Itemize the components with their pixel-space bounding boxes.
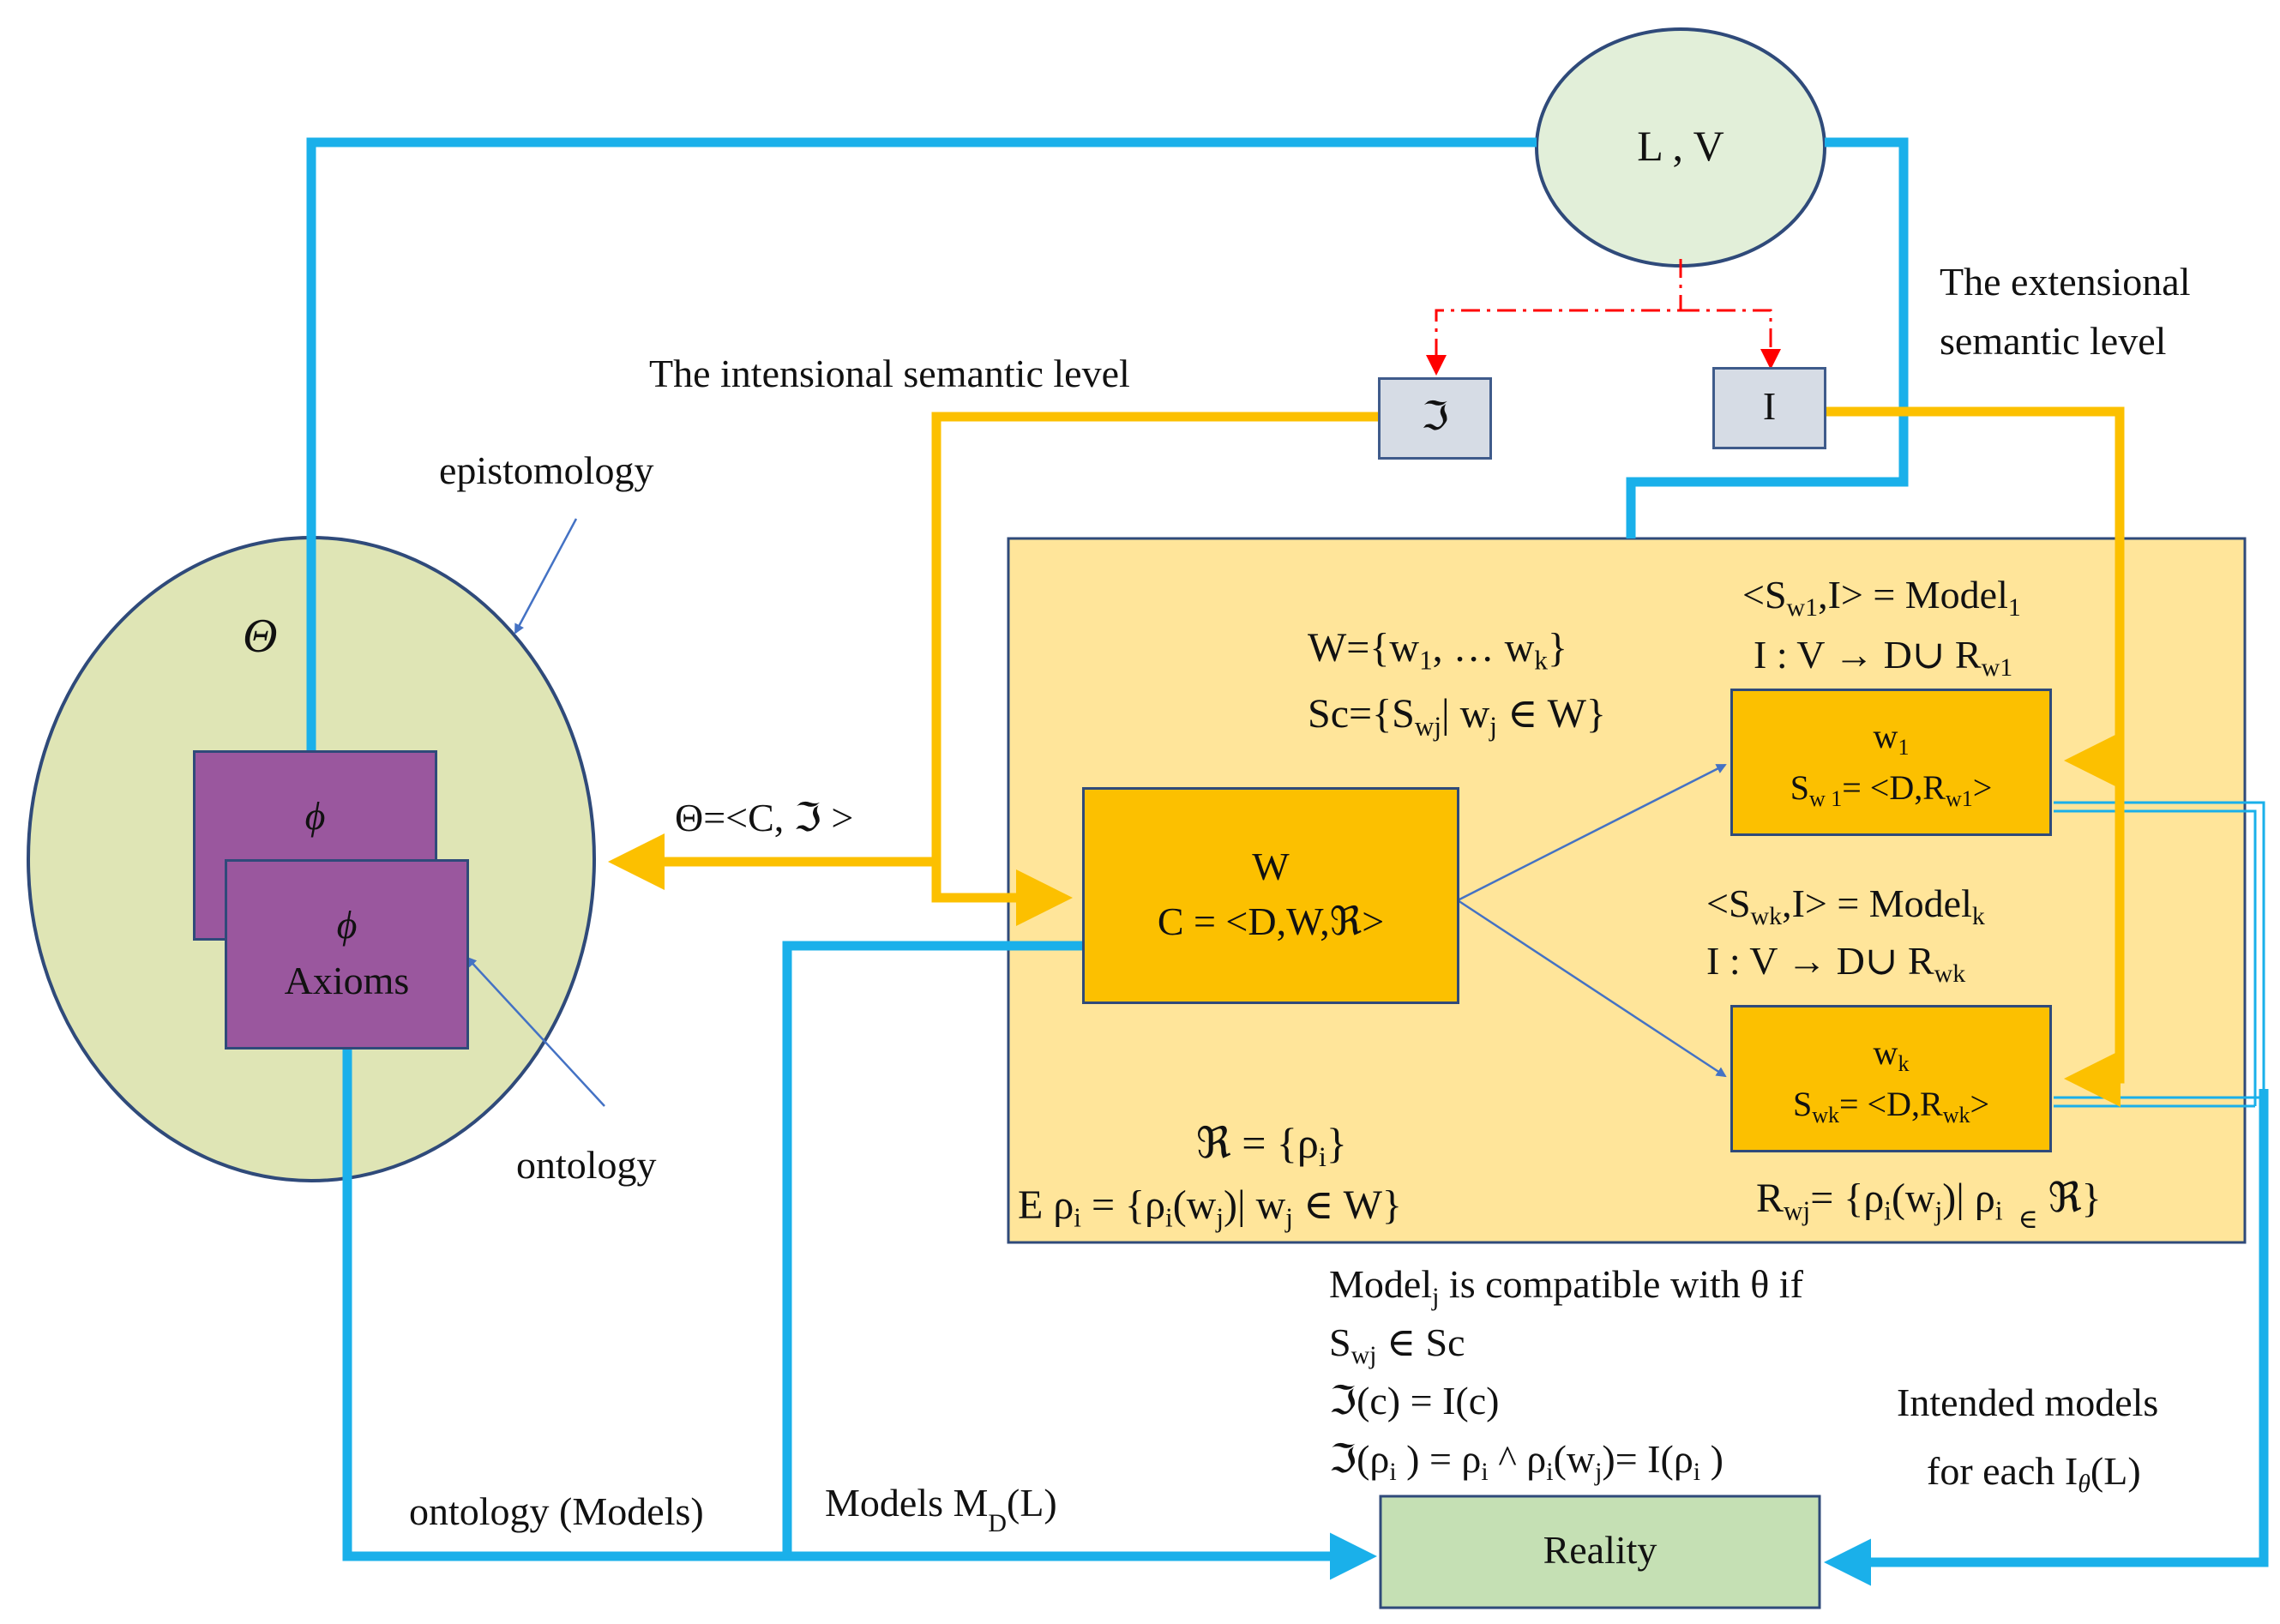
blue-line-lv-to-panel — [1626, 137, 1909, 538]
epistomology-label: epistomology — [439, 448, 654, 492]
arrow-ontology — [466, 956, 605, 1107]
theta-label: Θ — [243, 610, 278, 663]
ontology-label: ontology — [516, 1143, 657, 1187]
wk-structure: Swk= <D,Rwk> — [1792, 1085, 1990, 1128]
theta-def-label: Θ=<C, ℑ > — [675, 796, 854, 839]
reality-box — [1379, 1495, 1821, 1609]
red-line-lv-to-frak — [1426, 259, 1682, 376]
r-set-formula: ℜ = {ρi} — [1196, 1119, 1347, 1173]
blue-connectors — [306, 137, 2269, 1586]
mapk-formula: I : V → D∪ Rwk — [1706, 939, 1966, 988]
modelk-formula: <Swk,I> = Modelk — [1706, 881, 1985, 930]
wk-box: wk Swk= <D,Rwk> — [1730, 1005, 2052, 1152]
frak-i-label: ℑ — [1421, 394, 1449, 438]
gold-line-i-to-wk — [2064, 755, 2125, 1107]
ontology-models-label: ontology (Models) — [409, 1489, 704, 1533]
red-dashed-lines — [1426, 259, 1781, 376]
w1-name: w1 — [1873, 717, 1910, 760]
w-c-box: W C = <D,W,ℜ> — [1082, 787, 1459, 1004]
compat-line-3: ℑ(c) = I(c) — [1329, 1379, 1500, 1423]
extensional-label-2: semantic level — [1940, 319, 2167, 363]
blue-line-phi-to-lv — [306, 137, 1537, 751]
blue-line-c-to-reality — [782, 941, 1082, 1556]
phi-back-label: ϕ — [304, 794, 326, 838]
compat-line-1: Modelj is compatible with θ if — [1329, 1262, 1803, 1311]
w1-box: w1 Sw 1= <D,Rw1> — [1730, 689, 2052, 836]
model1-formula: <Sw1,I> = Model1 — [1742, 573, 2021, 622]
map1-formula: I : V → D∪ Rw1 — [1754, 633, 2013, 682]
lv-label: L , V — [1637, 122, 1724, 170]
rwj-formula: Rwj= {ρi(wj)| ρi∈ ℜ} — [1756, 1176, 2102, 1234]
intended-label-2: for each Iθ(L) — [1927, 1449, 2141, 1498]
arrow-epistomology — [514, 518, 578, 635]
i-box: I — [1712, 367, 1826, 449]
w-box-line2: C = <D,W,ℜ> — [1157, 899, 1385, 943]
axioms-box: ϕ Axioms — [225, 859, 469, 1050]
i-label: I — [1762, 384, 1777, 428]
models-md-label: Models MD(L) — [825, 1481, 1057, 1537]
intended-label-1: Intended models — [1897, 1380, 2159, 1424]
extensional-label-1: The extensional — [1940, 260, 2191, 304]
compat-line-2: Swj ∈ Sc — [1329, 1320, 1465, 1369]
wk-name: wk — [1873, 1033, 1910, 1076]
axioms-label: Axioms — [284, 959, 410, 1002]
w1-structure: Sw 1= <D,Rw1> — [1790, 768, 1993, 811]
thin-arrows — [466, 518, 1727, 1107]
phi-front-label: ϕ — [336, 903, 358, 947]
arrow-c-to-wk — [1457, 899, 1727, 1078]
w-box-line1: W — [1252, 845, 1290, 888]
gold-connectors — [608, 406, 2125, 1107]
gold-line-frak-to-w — [931, 412, 1381, 926]
arrow-c-to-w1 — [1457, 763, 1727, 902]
blue-line-intended-to-reality — [1824, 1089, 2269, 1586]
red-line-lv-to-i — [1681, 309, 1781, 370]
gold-line-i-to-w1 — [1826, 406, 2125, 789]
blue-line-axioms-to-reality — [342, 1048, 1377, 1580]
intensional-label: The intensional semantic level — [649, 352, 1130, 395]
e-rho-formula: E ρi = {ρi(wj)| wj ∈ W} — [1018, 1182, 1402, 1233]
compat-line-4: ℑ(ρi ) = ρi ^ ρi(wj)= I(ρi ) — [1329, 1437, 1724, 1486]
sc-set-formula: Sc={Swj| wj ∈ W} — [1308, 691, 1606, 742]
reality-label: Reality — [1543, 1528, 1657, 1572]
frak-i-box: ℑ — [1378, 377, 1492, 460]
w-set-formula: W={w1, … wk} — [1308, 625, 1567, 676]
